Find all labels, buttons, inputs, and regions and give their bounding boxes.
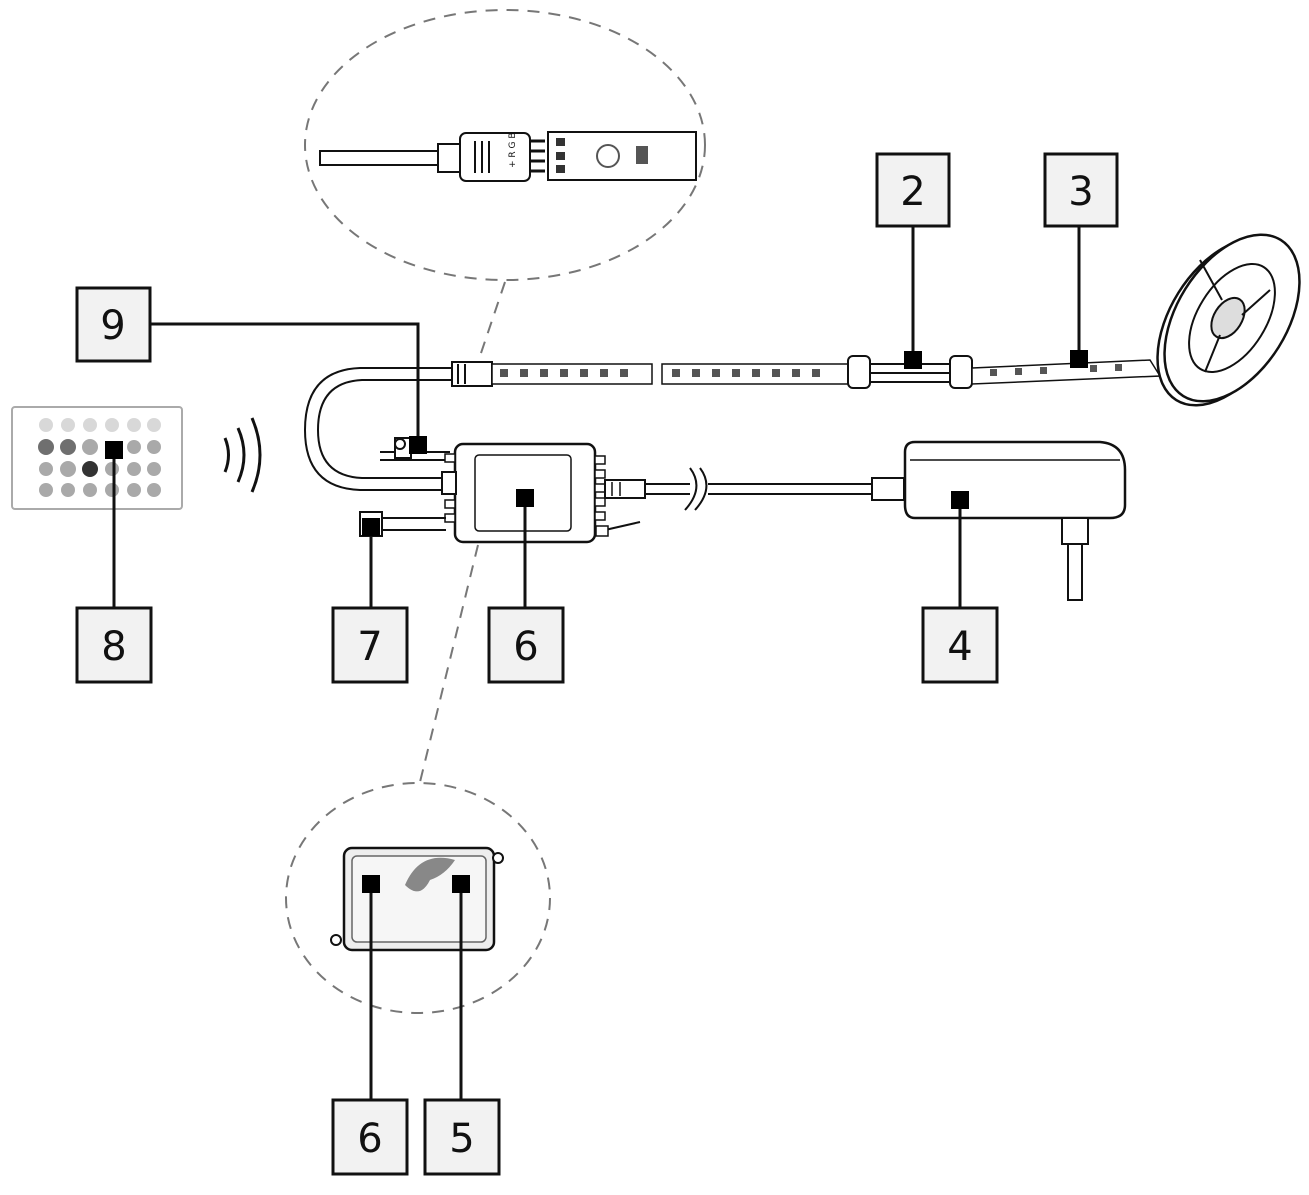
led-strip (451, 355, 1162, 389)
callout-9-number: 9 (100, 303, 125, 349)
callout-8: 8 (75, 606, 153, 684)
connector-plug-label: + R G B (508, 132, 518, 168)
ir-receiver (380, 437, 450, 461)
led-reel (1156, 233, 1301, 407)
callout-7-number: 7 (357, 624, 382, 670)
callout-6-top-number: 6 (513, 624, 538, 670)
connector-detail-bubble: + R G B (304, 9, 706, 363)
callout-5-number: 5 (449, 1116, 474, 1162)
dc-cable (595, 467, 905, 537)
callout-5: 5 (423, 1098, 501, 1176)
callout-6-bottom-number: 6 (357, 1116, 382, 1162)
remote-control (11, 406, 262, 510)
callout-7: 7 (331, 606, 409, 684)
callout-4: 4 (921, 606, 999, 684)
callout-8-number: 8 (101, 624, 126, 670)
callout-2-number: 2 (900, 169, 925, 215)
callout-6-top: 6 (487, 606, 565, 684)
strip-cable (303, 367, 452, 491)
leader-lines (112, 226, 1081, 1100)
callout-9: 9 (75, 286, 152, 363)
callout-3-number: 3 (1068, 169, 1093, 215)
leader-markers (105, 350, 1088, 893)
power-adapter (903, 440, 1127, 601)
callout-4-number: 4 (947, 624, 972, 670)
callout-2: 2 (875, 152, 951, 228)
callout-6-bottom: 6 (331, 1098, 409, 1176)
callout-3: 3 (1043, 152, 1119, 228)
